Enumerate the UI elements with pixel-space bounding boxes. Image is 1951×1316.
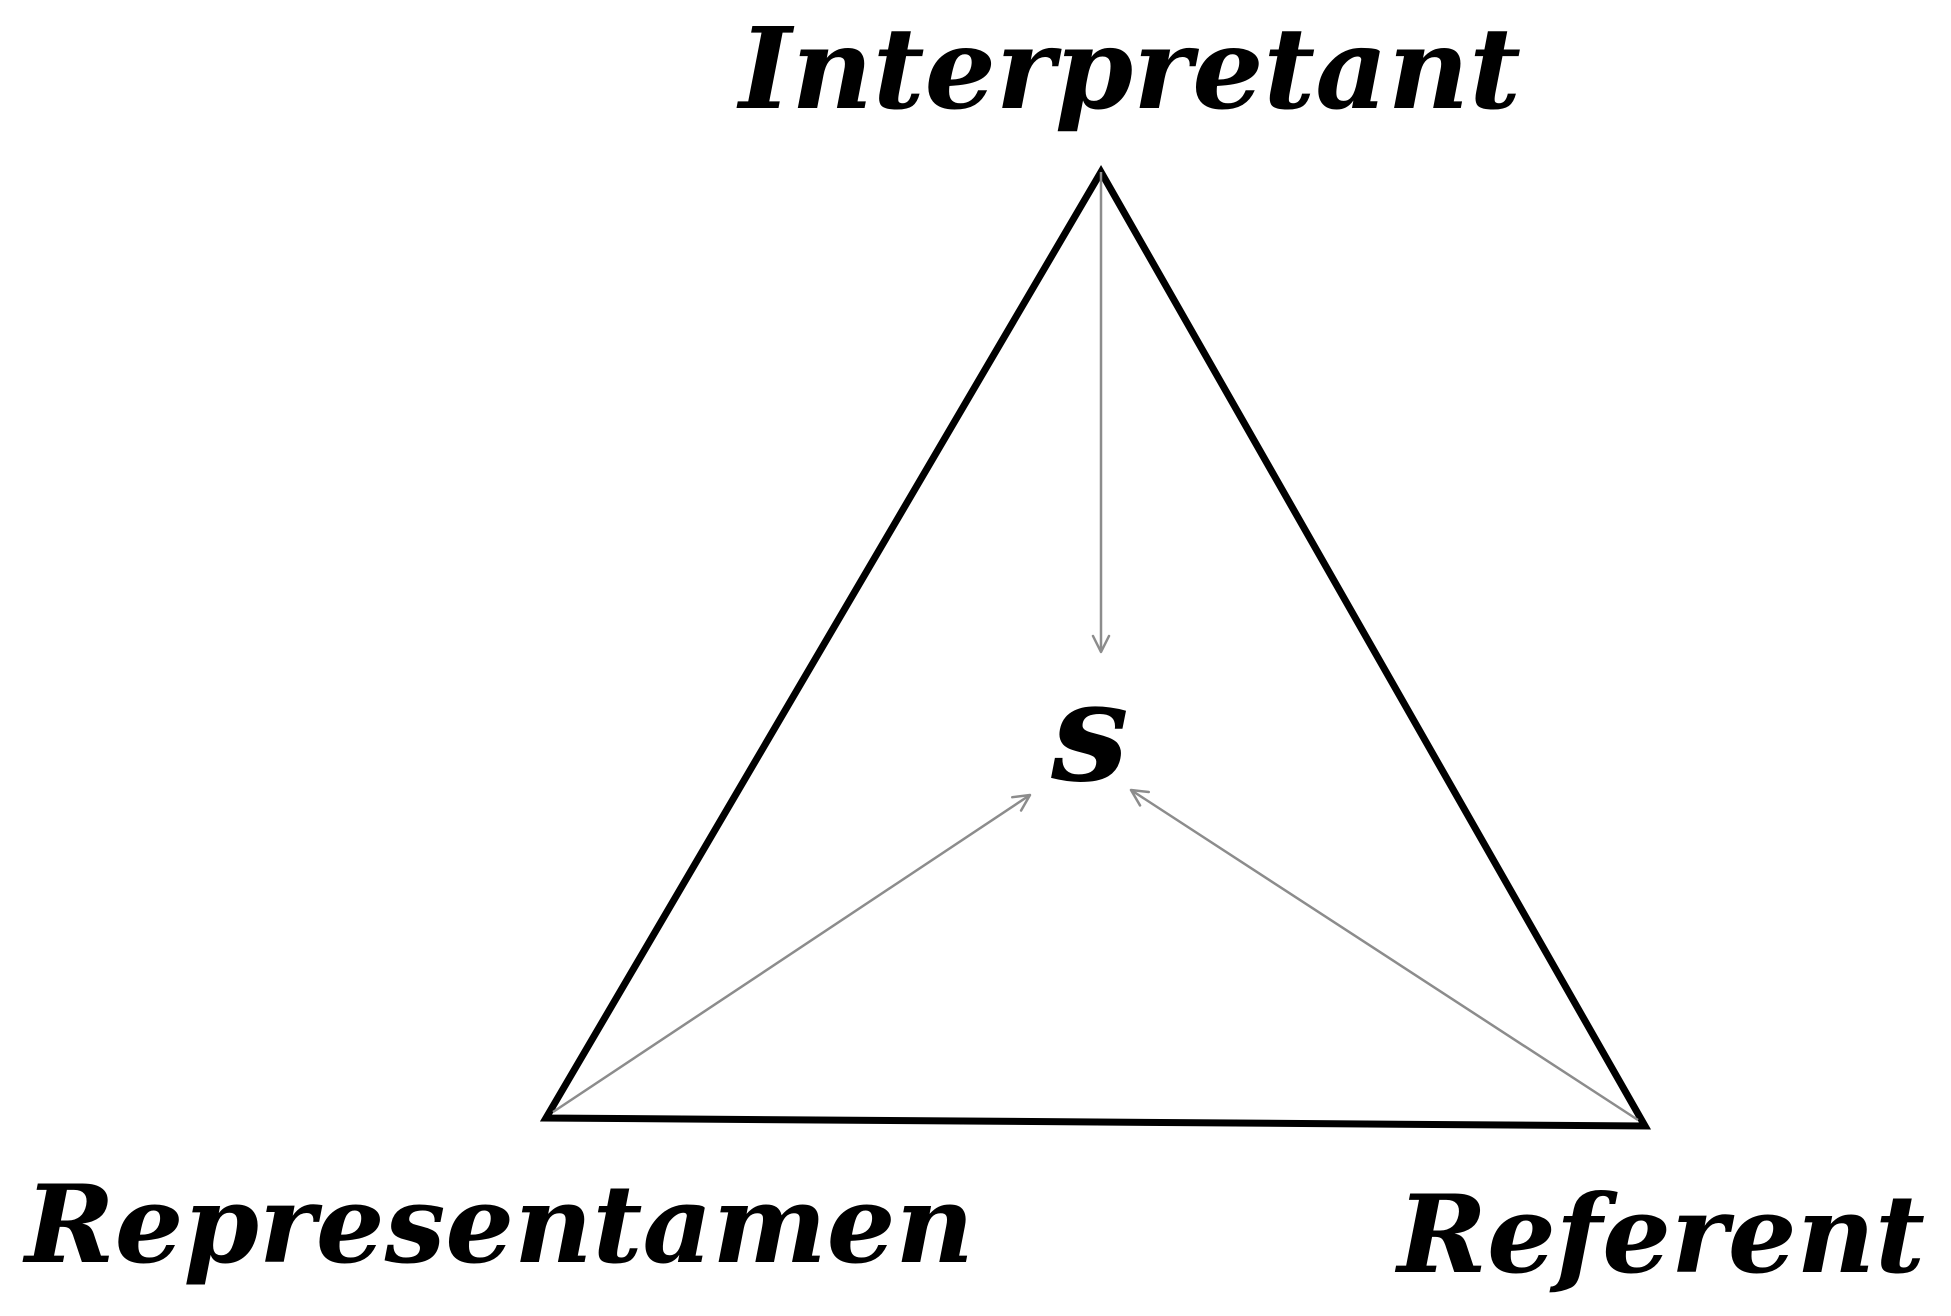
label-interpretant: Interpretant xyxy=(736,4,1521,135)
arrow-representamen-to-s xyxy=(552,793,1032,1114)
triangle-outline xyxy=(539,165,1652,1130)
arrow-referent-to-s xyxy=(1129,788,1639,1122)
label-sign: s xyxy=(1050,650,1129,813)
label-representamen: Representamen xyxy=(22,1162,974,1288)
label-referent: Referent xyxy=(1394,1172,1925,1298)
